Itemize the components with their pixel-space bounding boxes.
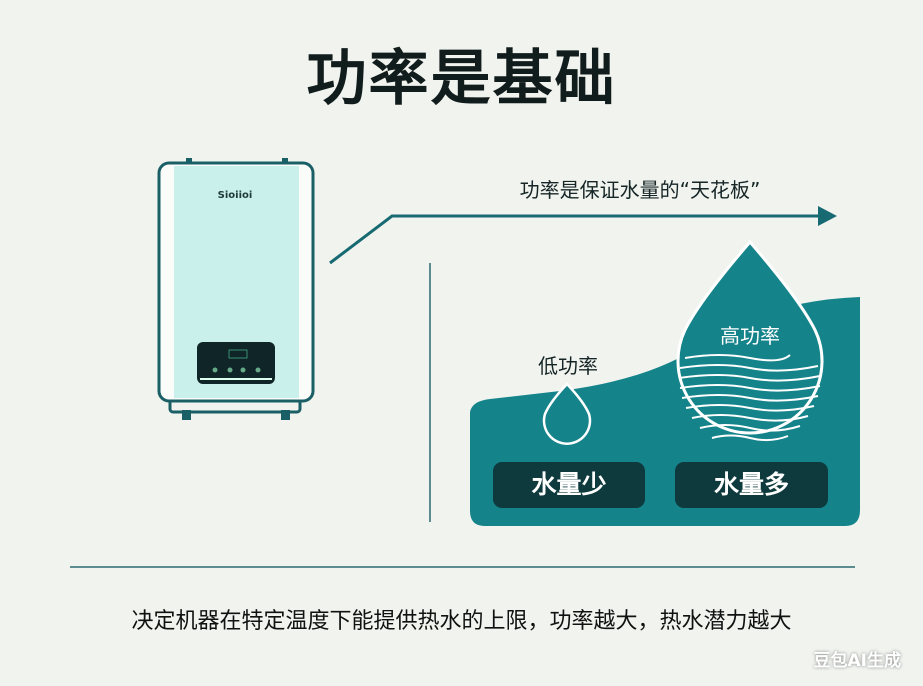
- water-heater-icon: [157, 158, 315, 420]
- small-water-drop-icon: [542, 382, 592, 445]
- page-title: 功率是基础: [306, 44, 617, 114]
- high-water-badge: 水量多: [675, 462, 828, 508]
- arrow-icon: [329, 206, 837, 265]
- footer-description: 决定机器在特定温度下能提供热水的上限，功率越大，热水潜力越大: [131, 609, 792, 634]
- high-power-label: 高功率: [720, 324, 780, 348]
- low-power-label: 低功率: [538, 354, 598, 378]
- watermark: 豆包AI生成: [813, 651, 901, 671]
- control-panel: [197, 342, 275, 384]
- low-water-badge: 水量少: [493, 462, 645, 508]
- arrow-caption: 功率是保证水量的“天花板”: [519, 178, 761, 202]
- wave-lines: [678, 354, 821, 442]
- heater-brand-logo: Sioiioi: [217, 190, 253, 201]
